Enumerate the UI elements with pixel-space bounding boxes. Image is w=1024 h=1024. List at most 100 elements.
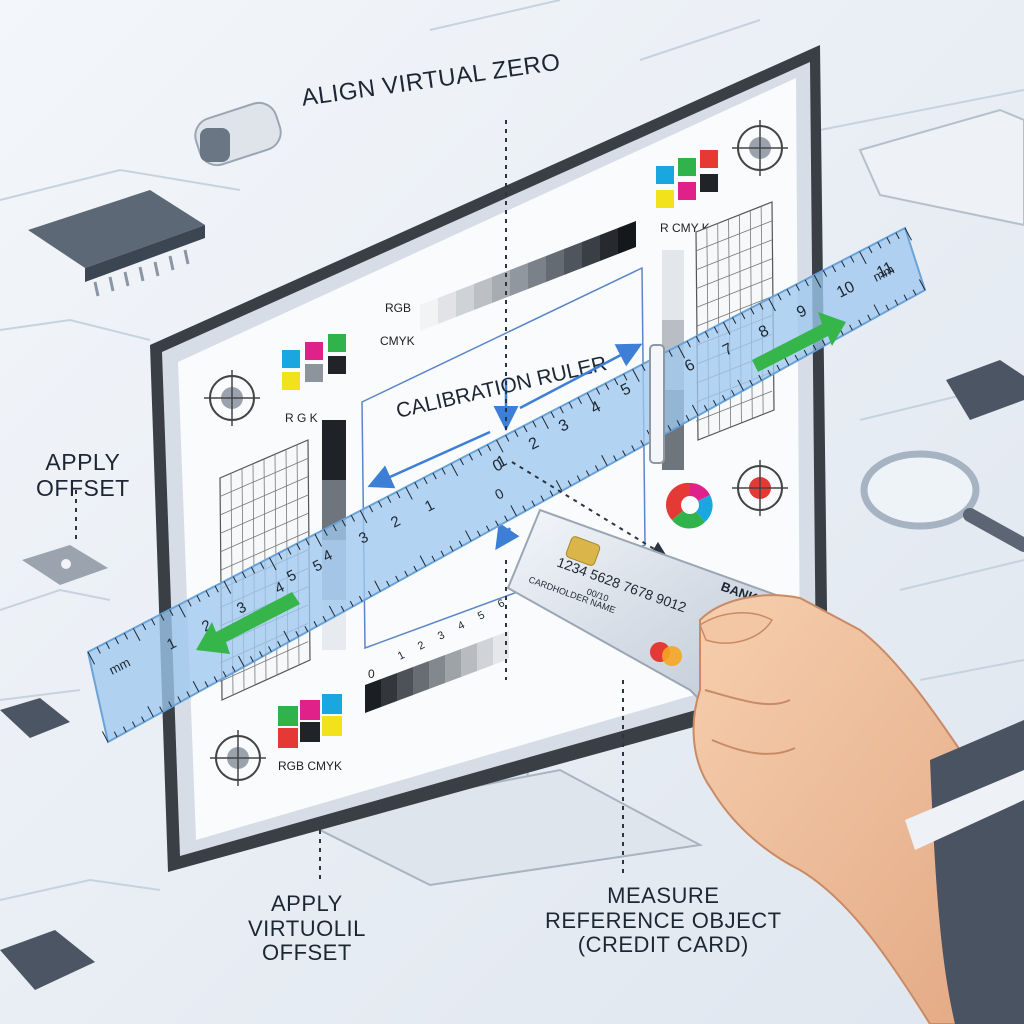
grid-line (219, 641, 309, 682)
thumb (699, 612, 774, 644)
gray-cell (546, 249, 564, 282)
ruler-tick (495, 520, 499, 527)
apply-virtual-offset-label: APPLY VIRTUOLIL OFFSET (248, 891, 366, 966)
apply-offset-label: APPLY OFFSET (36, 449, 130, 502)
ruler-tick (912, 289, 917, 296)
ruler-tick (350, 515, 355, 522)
grid-line (219, 494, 309, 534)
gray-cell (564, 242, 582, 275)
gray-cell (438, 291, 456, 324)
magnifier-icon (860, 450, 1024, 552)
ruler-tick (468, 453, 473, 461)
ruler-tick (804, 279, 809, 287)
apply-offset-line-2: OFFSET (36, 474, 130, 501)
device-top-right (858, 108, 1024, 227)
ruler-tick (277, 641, 281, 647)
ruler-tick (840, 329, 844, 336)
ruler-tick (486, 525, 490, 532)
ruler-tick (831, 265, 837, 273)
swatches-left (282, 334, 346, 390)
crosshair-top-left-icon (204, 370, 260, 426)
measure-reference-label: MEASURE REFERENCE OBJECT (CREDIT CARD) (545, 883, 782, 958)
ruler-tick (777, 293, 782, 301)
chip-left-bottom (0, 698, 70, 738)
ruler-tick (314, 533, 322, 547)
leader-lines (75, 120, 668, 880)
ruler-tick (903, 294, 908, 301)
ruler-label-lower: 6 (496, 597, 507, 610)
crosshair-top-right-icon (732, 120, 788, 176)
grid-line (695, 239, 773, 271)
measure-reference-line-1: MEASURE (607, 883, 720, 908)
ruler-tick (786, 289, 791, 296)
ruler-tick (741, 312, 746, 320)
ruler-tick (632, 369, 640, 382)
grid-line (219, 457, 309, 497)
ruler-tick (241, 571, 247, 579)
ruler-tick (96, 647, 101, 654)
ruler-tick (232, 576, 237, 584)
chip-right (946, 360, 1024, 420)
capacitor-top (194, 101, 282, 167)
gray-cell (397, 667, 413, 701)
ruler-tick (358, 595, 363, 602)
ruler-tick (676, 420, 681, 426)
ruler-tick (113, 731, 118, 738)
ruler-tick (723, 321, 731, 335)
ruler-tick (213, 676, 218, 682)
ruler-tick (101, 731, 109, 743)
ruler-tick (223, 581, 232, 594)
ruler-tick (514, 430, 519, 437)
ruler-tick (332, 524, 337, 532)
ruler-tick (459, 458, 464, 466)
gray-cell (365, 679, 381, 713)
grayscale-strip-bottom (365, 631, 509, 713)
ruler-tick (449, 545, 454, 552)
ruler-label-lower: 2 (416, 639, 427, 652)
ruler-tick (577, 397, 582, 404)
apply-virtual-offset-line-2: VIRTUOLIL (248, 915, 366, 941)
rgb-label: RGB (385, 301, 411, 315)
chip-left-small (22, 545, 108, 585)
ruler-tick (87, 651, 96, 665)
ruler-tick (601, 454, 608, 467)
ruler-tick (359, 510, 368, 524)
ruler-tick (594, 465, 599, 472)
ruler-tick (613, 455, 617, 461)
ruler-tick (895, 232, 900, 240)
ruler-tick (873, 304, 881, 316)
ruler-tick (568, 402, 573, 409)
gray-cell (618, 221, 636, 254)
ruler-tick (550, 411, 555, 419)
ruler-tick (713, 326, 719, 334)
ruler-tick (821, 339, 826, 346)
grayscale-strip-top (420, 221, 636, 331)
rgk-label: R G K (285, 411, 318, 425)
ruler-tick (540, 495, 545, 502)
ruler-tick (477, 449, 483, 456)
ruler-tick (567, 480, 572, 487)
ruler-tick (204, 681, 209, 687)
ruler-tick (812, 344, 817, 351)
ruler-tick (396, 491, 401, 499)
ruler-tick (722, 394, 726, 401)
ruler-tick (423, 477, 428, 485)
ruler-tick (794, 354, 799, 361)
gray-scale-start-label: 0 (368, 667, 375, 681)
ruler-label-lower: 1 (396, 649, 407, 662)
crosshair-bottom-right-icon (732, 460, 788, 516)
ruler-tick (703, 405, 708, 411)
ruler-tick (278, 552, 283, 560)
ruler-tick (177, 696, 182, 703)
gray-cell (528, 256, 546, 289)
gray-cell (600, 228, 618, 261)
gray-cell (510, 263, 528, 296)
ruler-label-lower: 3 (436, 629, 447, 642)
ruler-tick (667, 425, 672, 431)
ruler-tick (750, 307, 755, 315)
ruler-tick (476, 530, 481, 537)
ruler-tick (541, 416, 549, 429)
ruler-tick (122, 726, 127, 733)
circuit-traces (0, 0, 1024, 901)
ruler-tick (387, 496, 392, 503)
